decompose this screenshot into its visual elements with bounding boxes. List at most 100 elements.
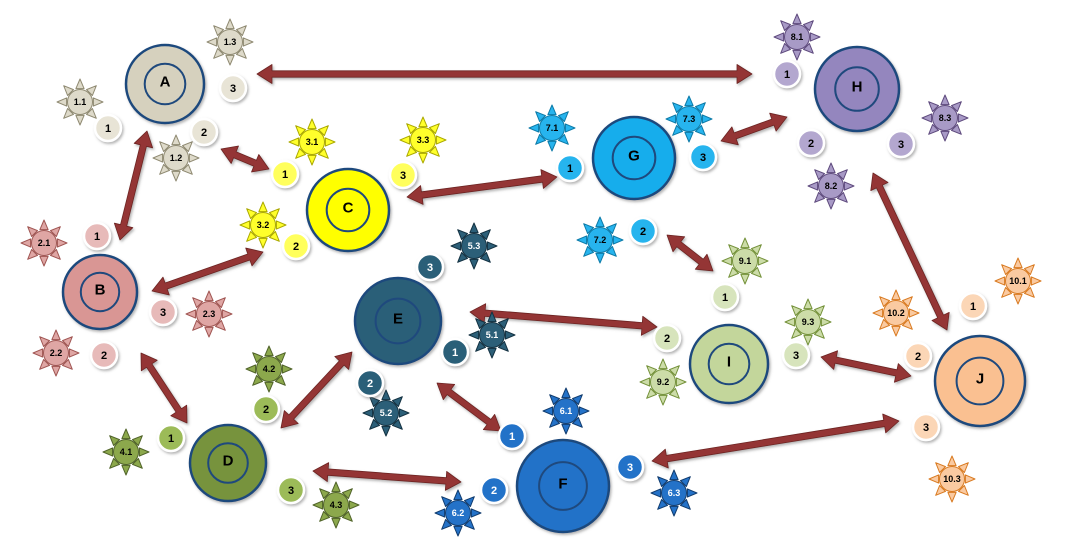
node-inner-ring-F (538, 461, 588, 511)
node-C-satellite-1: 1 (270, 159, 300, 189)
node-I-satellite-2: 2 (652, 323, 682, 353)
node-inner-ring-H (834, 66, 880, 112)
node-circle-H (813, 45, 901, 133)
node-F-satellite-3: 3 (615, 452, 645, 482)
node-inner-ring-E (374, 297, 422, 345)
sun-4.1: 4.1 (102, 428, 150, 476)
arrow-B-C (151, 247, 264, 296)
node-circle-A (124, 43, 206, 125)
node-F: F (515, 438, 611, 534)
node-circle-B (61, 253, 139, 331)
sun-5.1: 5.1 (468, 311, 516, 359)
node-B: B (61, 253, 139, 331)
node-D-satellite-2: 2 (251, 394, 281, 424)
node-H-satellite-2: 2 (796, 128, 826, 158)
node-A: A (124, 43, 206, 125)
sun-6.3: 6.3 (650, 469, 698, 517)
sun-4.2: 4.2 (245, 345, 293, 393)
sun-7.1: 7.1 (528, 104, 576, 152)
node-I-satellite-1: 1 (710, 282, 740, 312)
sun-7.2: 7.2 (576, 216, 624, 264)
arrow-H-J (870, 172, 950, 331)
arrow-A-H (256, 64, 753, 84)
node-H-satellite-3: 3 (886, 129, 916, 159)
node-inner-ring-C (325, 187, 371, 233)
node-G-satellite-1: 1 (555, 153, 585, 183)
arrow-B-D (140, 352, 188, 424)
sun-7.3: 7.3 (665, 95, 713, 143)
node-circle-G (591, 115, 677, 201)
node-J-satellite-3: 3 (911, 412, 941, 442)
node-C-satellite-3: 3 (388, 160, 418, 190)
node-A-satellite-1: 1 (93, 113, 123, 143)
sun-2.2: 2.2 (32, 329, 80, 377)
node-I-satellite-3: 3 (781, 340, 811, 370)
sun-10.3: 10.3 (928, 455, 976, 503)
arrow-D-F (312, 462, 462, 491)
sun-3.2: 3.2 (239, 201, 287, 249)
node-E-satellite-3: 3 (415, 252, 445, 282)
node-B-satellite-3: 3 (148, 297, 178, 327)
sun-2.3: 2.3 (185, 290, 233, 338)
sun-1.3: 1.3 (206, 18, 254, 66)
node-A-satellite-3: 3 (218, 73, 248, 103)
arrow-F-J (651, 413, 900, 469)
node-inner-ring-A (143, 62, 187, 106)
node-D: D (188, 423, 268, 503)
sun-3.3: 3.3 (399, 116, 447, 164)
arrow-A-B (114, 130, 154, 241)
node-C: C (305, 167, 391, 253)
node-E: E (353, 276, 443, 366)
sun-3.1: 3.1 (288, 118, 336, 166)
arrow-G-H (720, 112, 788, 146)
node-F-satellite-1: 1 (497, 421, 527, 451)
node-J: J (933, 334, 1027, 428)
node-inner-ring-G (611, 135, 657, 181)
arrow-E-I (469, 303, 658, 336)
node-D-satellite-1: 1 (156, 423, 186, 453)
node-D-satellite-3: 3 (276, 475, 306, 505)
node-inner-ring-B (79, 271, 121, 313)
sun-8.2: 8.2 (807, 162, 855, 210)
sun-10.2: 10.2 (872, 289, 920, 337)
sun-10.1: 10.1 (994, 257, 1042, 305)
sun-9.3: 9.3 (784, 298, 832, 346)
node-H: H (813, 45, 901, 133)
node-A-satellite-2: 2 (189, 117, 219, 147)
node-circle-J (933, 334, 1027, 428)
node-circle-F (515, 438, 611, 534)
sun-9.1: 9.1 (721, 237, 769, 285)
node-H-satellite-1: 1 (772, 59, 802, 89)
sun-2.1: 2.1 (20, 219, 68, 267)
sun-8.3: 8.3 (921, 94, 969, 142)
node-inner-ring-I (707, 342, 751, 386)
node-J-satellite-2: 2 (903, 341, 933, 371)
node-B-satellite-2: 2 (89, 340, 119, 370)
node-circle-C (305, 167, 391, 253)
node-inner-ring-J (955, 356, 1005, 406)
arrow-C-G (406, 169, 558, 205)
node-circle-D (188, 423, 268, 503)
sun-4.3: 4.3 (312, 481, 360, 529)
arrow-G-I (666, 234, 714, 272)
node-inner-ring-D (207, 442, 249, 484)
node-G: G (591, 115, 677, 201)
sun-6.1: 6.1 (542, 387, 590, 435)
node-C-satellite-2: 2 (281, 231, 311, 261)
node-B-satellite-1: 1 (82, 221, 112, 251)
node-E-satellite-2: 2 (355, 368, 385, 398)
arrow-A-C (220, 145, 270, 173)
node-F-satellite-2: 2 (479, 475, 509, 505)
node-G-satellite-3: 3 (688, 142, 718, 172)
sun-1.1: 1.1 (56, 78, 104, 126)
node-J-satellite-1: 1 (958, 291, 988, 321)
sun-8.1: 8.1 (773, 13, 821, 61)
node-circle-E (353, 276, 443, 366)
sun-9.2: 9.2 (639, 358, 687, 406)
node-G-satellite-2: 2 (628, 216, 658, 246)
node-circle-I (688, 323, 770, 405)
sun-6.2: 6.2 (434, 489, 482, 537)
node-I: I (688, 323, 770, 405)
